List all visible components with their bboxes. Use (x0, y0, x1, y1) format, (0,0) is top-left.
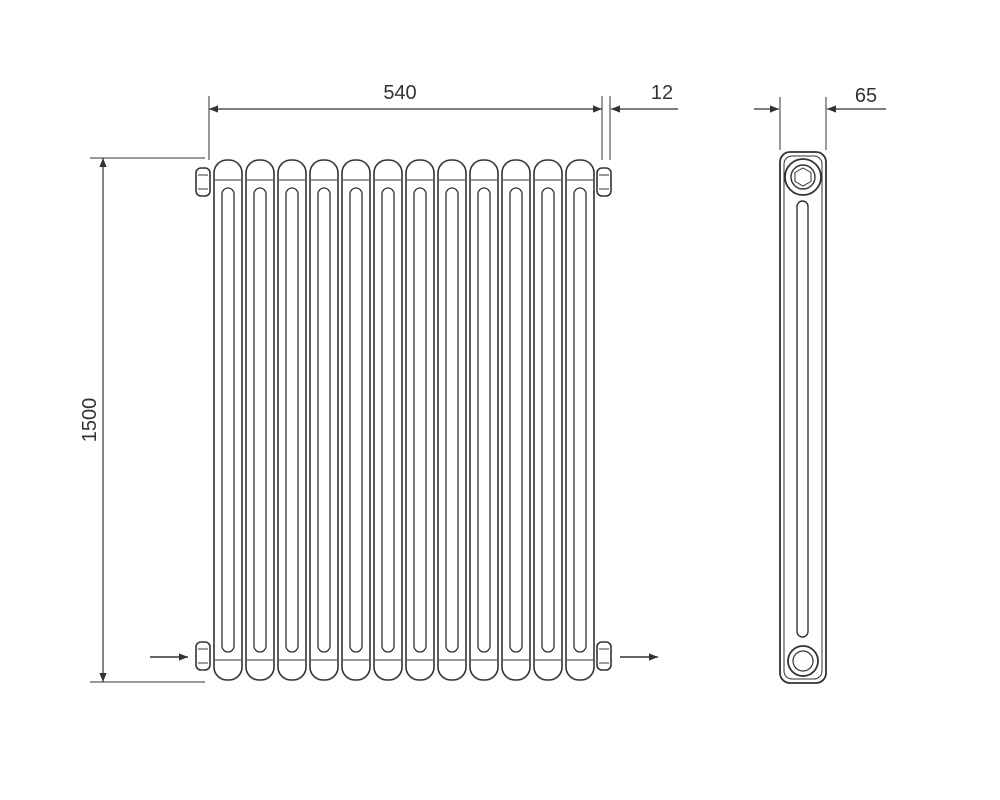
width-label: 540 (383, 82, 416, 104)
side-slot (796, 200, 809, 638)
end-gap-label: 12 (651, 82, 673, 104)
end-gap-dimension: 12 (609, 82, 678, 160)
height-dimension: 1500 (79, 157, 205, 683)
height-label: 1500 (79, 398, 101, 443)
radiator-column (533, 159, 563, 681)
top-left-valve (195, 167, 211, 197)
side-view (779, 151, 827, 684)
radiator-column (277, 159, 307, 681)
radiator-column (565, 159, 595, 681)
radiator-column (213, 159, 243, 681)
depth-label: 65 (855, 85, 877, 107)
top-right-valve (596, 167, 612, 197)
width-dimension: 540 (208, 82, 603, 160)
radiator-column (469, 159, 499, 681)
bottom-right-valve (596, 641, 612, 671)
radiator-column (501, 159, 531, 681)
radiator-column (437, 159, 467, 681)
radiator-column (309, 159, 339, 681)
radiator-column (373, 159, 403, 681)
bottom-left-valve (195, 641, 211, 671)
side-bottom-fitting (787, 645, 819, 677)
radiator-column (405, 159, 435, 681)
front-view (150, 159, 658, 681)
depth-dimension: 65 (754, 85, 886, 150)
radiator-column (341, 159, 371, 681)
radiator-column (245, 159, 275, 681)
radiator-columns (213, 159, 595, 681)
side-top-fitting (784, 158, 822, 196)
